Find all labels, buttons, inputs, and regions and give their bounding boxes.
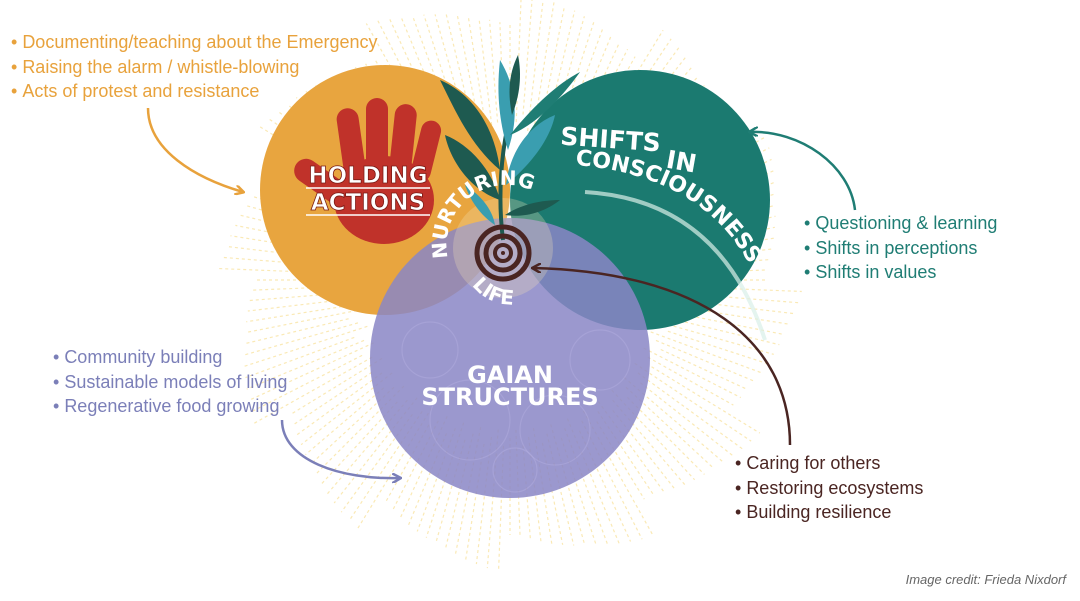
gaian-structures-list: Community building Sustainable models of…	[53, 345, 287, 419]
sun-ray	[454, 427, 482, 555]
sun-ray	[391, 420, 439, 512]
sun-ray	[566, 418, 620, 544]
sun-ray	[221, 256, 353, 269]
list-item: Documenting/teaching about the Emergency	[11, 30, 377, 55]
sun-ray	[515, 0, 522, 123]
list-item: Community building	[53, 345, 287, 370]
sun-ray	[592, 38, 672, 156]
sun-ray	[578, 41, 621, 130]
sun-ray	[534, 0, 555, 125]
hand-icon	[294, 98, 442, 244]
list-item: Restoring ecosystems	[735, 476, 923, 501]
sun-ray	[651, 366, 761, 434]
sun-ray	[643, 347, 742, 399]
sun-ray	[296, 372, 383, 436]
list-item: Questioning & learning	[804, 211, 997, 236]
sun-ray	[333, 397, 418, 504]
holding-actions-label: HOLDING ACTIONS	[306, 163, 430, 216]
sun-ray	[245, 308, 363, 334]
sun-ray	[541, 442, 564, 545]
list-item: Regenerative food growing	[53, 394, 287, 419]
shifts-consciousness-list: Questioning & learning Shifts in percept…	[804, 211, 997, 285]
sun-ray	[660, 348, 749, 391]
holding-actions-list: Documenting/teaching about the Emergency…	[11, 30, 378, 104]
sun-ray	[246, 304, 355, 323]
sun-ray	[667, 330, 768, 365]
sun-ray	[478, 17, 493, 132]
list-item: Building resilience	[735, 500, 923, 525]
sun-ray	[637, 372, 743, 450]
sun-ray	[661, 322, 774, 355]
sun-ray	[388, 18, 445, 137]
arrow-gaian	[280, 419, 400, 478]
sun-ray	[527, 0, 544, 132]
sun-ray	[253, 356, 373, 425]
consciousness-swoosh	[584, 190, 767, 341]
in-label: IN	[664, 145, 699, 179]
sun-ray	[647, 356, 734, 406]
sun-ray	[247, 298, 346, 312]
sun-ray	[650, 331, 762, 374]
sun-ray	[634, 362, 752, 442]
sun-ray	[486, 429, 499, 569]
sun-ray	[348, 411, 423, 522]
arrow-consciousness	[750, 132, 857, 211]
sun-ray	[305, 387, 385, 456]
sun-ray	[639, 382, 734, 457]
sun-ray	[522, 445, 532, 541]
structures-label: STRUCTURES	[421, 383, 598, 411]
sun-ray	[408, 433, 448, 526]
list-item: Acts of protest and resistance	[11, 79, 378, 104]
plant-icon	[440, 55, 580, 241]
sun-ray	[626, 396, 705, 475]
sun-ray	[467, 16, 485, 117]
sun-ray	[293, 371, 373, 425]
shifts-label: SHIFTS	[560, 122, 662, 158]
gaian-texture	[401, 321, 631, 493]
sun-ray	[581, 420, 643, 540]
holding-actions-line2: ACTIONS	[311, 190, 425, 216]
list-item: Raising the alarm / whistle-blowing	[11, 55, 378, 80]
sun-ray	[522, 0, 533, 115]
gaian-label: GAIAN	[467, 361, 553, 389]
arrow-nurturing	[533, 268, 792, 446]
list-item: Sustainable models of living	[53, 370, 287, 395]
nurturing-life-list: Caring for others Restoring ecosystems B…	[735, 451, 923, 525]
image-credit: Image credit: Frieda Nixdorf	[905, 572, 1066, 587]
center-glow	[453, 198, 553, 298]
list-item: Caring for others	[735, 451, 923, 476]
sun-ray	[497, 445, 505, 572]
sun-ray	[488, 19, 499, 123]
gaian-structures-circle	[370, 218, 650, 498]
list-item: Shifts in values	[804, 260, 997, 285]
arrow-holding	[146, 107, 243, 192]
sun-ray	[252, 285, 353, 291]
sun-ray	[655, 339, 756, 382]
spiral-icon	[474, 224, 532, 282]
sun-ray	[597, 411, 655, 497]
list-item: Shifts in perceptions	[804, 236, 997, 261]
sun-ray	[658, 297, 795, 315]
sun-ray	[612, 409, 676, 490]
sun-ray	[623, 376, 725, 463]
holding-actions-line1: HOLDING	[308, 163, 427, 189]
